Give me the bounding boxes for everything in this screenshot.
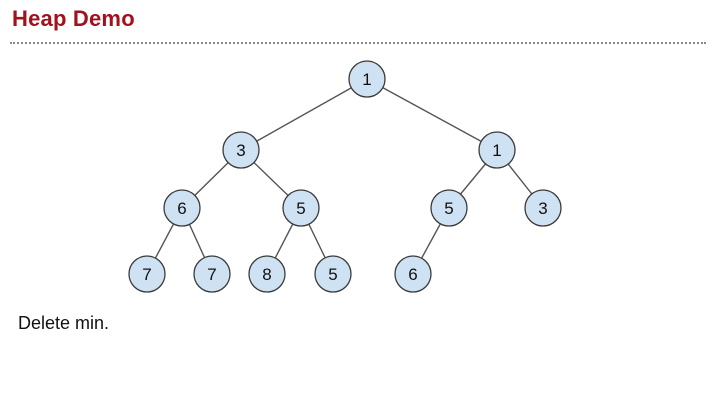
step-caption: Delete min. [18,313,110,333]
heap-node-value: 8 [262,265,271,284]
heap-node-3: 6 [163,189,201,227]
heap-node-10: 5 [314,255,352,293]
heap-node-circle [314,255,352,293]
heap-node-circle [394,255,432,293]
heap-node-0: 1 [348,60,386,98]
heap-node-5: 5 [430,189,468,227]
heap-edge-0-1 [240,78,368,151]
heap-node-2: 1 [478,131,516,169]
heap-node-circle [128,255,166,293]
heap-node-circle [430,189,468,227]
heap-node-circle [524,189,562,227]
heap-edges [146,78,544,275]
heap-nodes: 1 3 1 6 5 5 3 7 7 8 5 6 [128,60,562,293]
heap-node-value: 1 [492,141,501,160]
slide-title: Heap Demo [12,6,135,31]
heap-node-circle [193,255,231,293]
heap-node-circle [222,131,260,169]
heap-node-value: 5 [296,199,305,218]
heap-tree-diagram: 1 3 1 6 5 5 3 7 7 8 5 6 [128,60,562,293]
heap-node-6: 3 [524,189,562,227]
heap-node-9: 8 [248,255,286,293]
heap-edge-0-2 [366,78,498,151]
heap-node-value: 6 [177,199,186,218]
heap-node-value: 3 [236,141,245,160]
heap-node-11: 6 [394,255,432,293]
heap-node-4: 5 [282,189,320,227]
heap-node-value: 5 [328,265,337,284]
heap-node-value: 3 [538,199,547,218]
heap-node-circle [478,131,516,169]
heap-node-circle [282,189,320,227]
heap-node-8: 7 [193,255,231,293]
heap-node-7: 7 [128,255,166,293]
heap-node-value: 7 [207,265,216,284]
heap-node-circle [163,189,201,227]
heap-node-value: 7 [142,265,151,284]
heap-node-circle [248,255,286,293]
heap-node-value: 1 [362,70,371,89]
title-divider [10,42,706,44]
heap-node-1: 3 [222,131,260,169]
heap-node-circle [348,60,386,98]
heap-node-value: 6 [408,265,417,284]
heap-node-value: 5 [444,199,453,218]
